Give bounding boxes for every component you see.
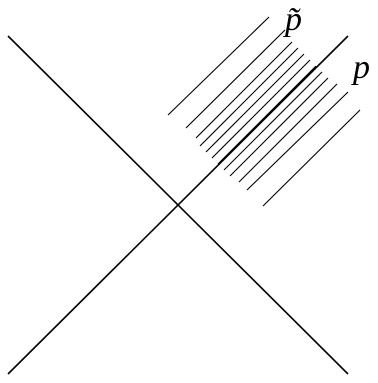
ray-family-p-tilde [167, 16, 311, 159]
ray-family-p [217, 65, 361, 207]
ray-line [205, 53, 305, 153]
ray-line [195, 41, 293, 139]
label-p: p [351, 49, 370, 86]
ray-line [217, 65, 317, 165]
ray-line [199, 47, 299, 147]
ray-line [262, 109, 361, 207]
label-p-tilde: p̃ [283, 1, 302, 38]
ray-line [185, 29, 286, 129]
ray-line [229, 77, 329, 177]
ray-line [238, 83, 338, 183]
ray-line [223, 71, 323, 171]
ray-line [167, 16, 270, 116]
ray-line [246, 91, 349, 191]
ray-line [211, 59, 311, 159]
axis-line-rising [7, 35, 349, 375]
